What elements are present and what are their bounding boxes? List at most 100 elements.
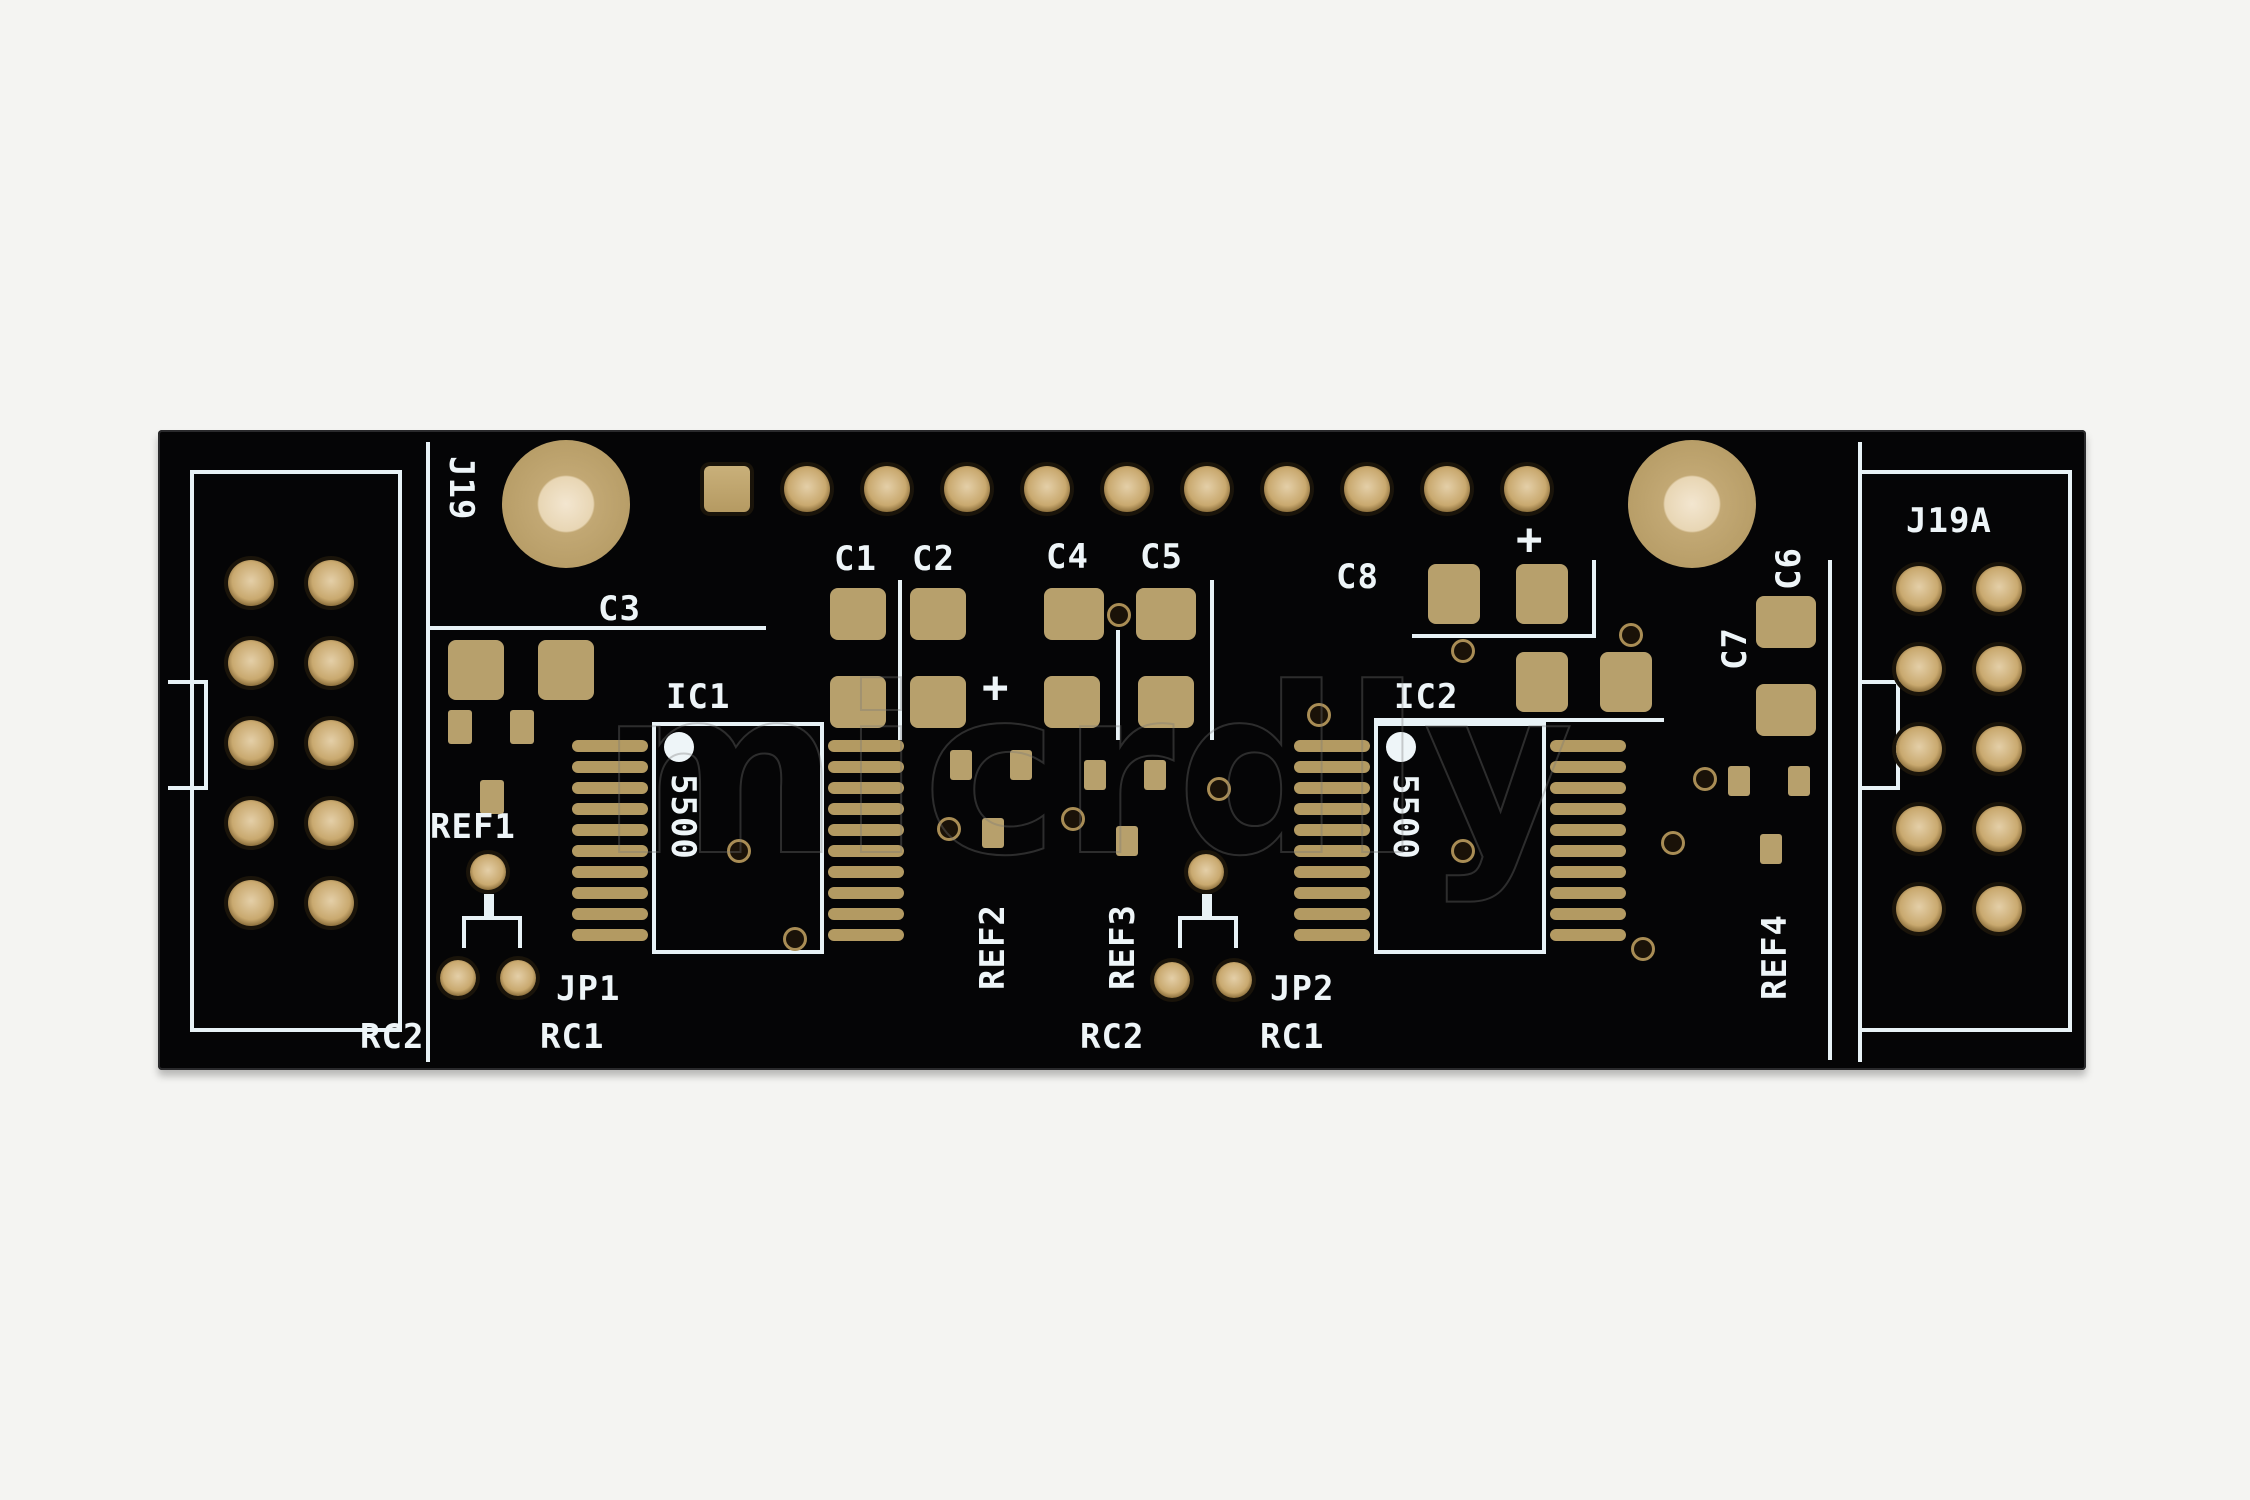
pin <box>1896 566 1942 612</box>
c4-c5-divider <box>1116 630 1120 740</box>
jp1-rc1-pin <box>500 960 536 996</box>
ref3-pad <box>1084 760 1106 790</box>
jp2-silk <box>1234 916 1238 948</box>
c8-label: C8 <box>1336 557 1379 597</box>
jp1-rc2-pin <box>440 960 476 996</box>
jp2-silk <box>1178 916 1182 948</box>
via <box>1634 940 1652 958</box>
ref4-label: REF4 <box>1755 914 1795 1000</box>
plus-marker-c8: + <box>1516 514 1544 565</box>
rc2-left-label: RC2 <box>360 1017 425 1057</box>
right-divider <box>1828 560 1832 1060</box>
via <box>1664 834 1682 852</box>
ref3-pad <box>1144 760 1166 790</box>
c4-label: C4 <box>1046 537 1089 577</box>
ic1-outline <box>652 722 824 954</box>
via <box>940 820 958 838</box>
pin <box>1896 806 1942 852</box>
jp1-silk <box>462 916 466 948</box>
ic2-pin1-marker <box>1386 732 1416 762</box>
c4-pad <box>1044 588 1104 640</box>
rc1-left-label: RC1 <box>540 1017 605 1057</box>
c7-label: C7 <box>1715 627 1755 670</box>
jp2-rc2-pin <box>1154 962 1190 998</box>
jp1-pin <box>470 854 506 890</box>
j19a-label: J19A <box>1906 501 1992 541</box>
c8-pad <box>1428 564 1480 624</box>
c3-pad <box>448 640 504 700</box>
c6-pad <box>1756 596 1816 648</box>
via <box>1454 842 1472 860</box>
pin <box>308 560 354 606</box>
jp2-silk <box>1202 894 1212 918</box>
jp2-label: JP2 <box>1270 969 1335 1009</box>
pin <box>308 720 354 766</box>
pin <box>1976 886 2022 932</box>
pin-1 <box>704 466 750 512</box>
ref1-pad <box>510 710 534 744</box>
c5-bottom-pad <box>1138 676 1194 728</box>
ref4-pad <box>1788 766 1810 796</box>
pin <box>1896 726 1942 772</box>
c3-silk-line <box>426 626 766 630</box>
c1-pad <box>830 588 886 640</box>
c1-pad <box>830 676 886 728</box>
ref1-pad <box>480 780 504 814</box>
c2-pad <box>910 588 966 640</box>
pin <box>1424 466 1470 512</box>
ref2-pad <box>950 750 972 780</box>
jp2-silk <box>1178 916 1238 920</box>
pin <box>308 640 354 686</box>
c8-silk-right <box>1592 560 1596 638</box>
ref4-pad <box>1760 834 1782 864</box>
via <box>1064 810 1082 828</box>
rc2-mid-label: RC2 <box>1080 1017 1145 1057</box>
jp1-silk <box>518 916 522 948</box>
c8-lower-pad <box>1516 652 1568 712</box>
via <box>730 842 748 860</box>
pin <box>864 466 910 512</box>
pin <box>308 800 354 846</box>
pin <box>228 720 274 766</box>
jp1-silk <box>462 916 522 920</box>
pin <box>1264 466 1310 512</box>
pin <box>1976 806 2022 852</box>
jp2-rc1-pin <box>1216 962 1252 998</box>
ref1-label: REF1 <box>430 807 516 847</box>
jp2-pin <box>1188 854 1224 890</box>
pin <box>1344 466 1390 512</box>
pin <box>944 466 990 512</box>
pin <box>1976 566 2022 612</box>
via <box>786 930 804 948</box>
via <box>1110 606 1128 624</box>
via <box>1310 706 1328 724</box>
ref3-label: REF3 <box>1103 904 1143 990</box>
left-header-outline <box>190 470 402 1032</box>
rc1-mid-label: RC1 <box>1260 1017 1325 1057</box>
c7-pad <box>1756 684 1816 736</box>
ic1-pin1-marker <box>664 732 694 762</box>
jp1-label: JP1 <box>556 969 621 1009</box>
mounting-hole-right <box>1628 440 1756 568</box>
mounting-hole-left <box>502 440 630 568</box>
c3-pad <box>538 640 594 700</box>
ref2-pad <box>1010 750 1032 780</box>
c5-pad <box>1136 588 1196 640</box>
pin <box>1184 466 1230 512</box>
ic2-outline <box>1374 722 1546 954</box>
watermark: micrdly <box>599 639 1576 908</box>
ic2-label: IC2 <box>1394 677 1459 717</box>
pin <box>228 560 274 606</box>
ref1-pad <box>448 710 472 744</box>
c6-label: C6 <box>1769 547 1809 590</box>
c5-label: C5 <box>1140 537 1183 577</box>
c3-label: C3 <box>598 589 641 629</box>
c8-silk-bottom <box>1412 634 1596 638</box>
right-header-key-notch <box>1858 680 1900 790</box>
via <box>1622 626 1640 644</box>
ref2-label: REF2 <box>973 904 1013 990</box>
pin <box>228 880 274 926</box>
ic1-label: IC1 <box>666 677 731 717</box>
left-header-key-notch <box>168 680 208 790</box>
ref2-pad <box>982 818 1004 848</box>
